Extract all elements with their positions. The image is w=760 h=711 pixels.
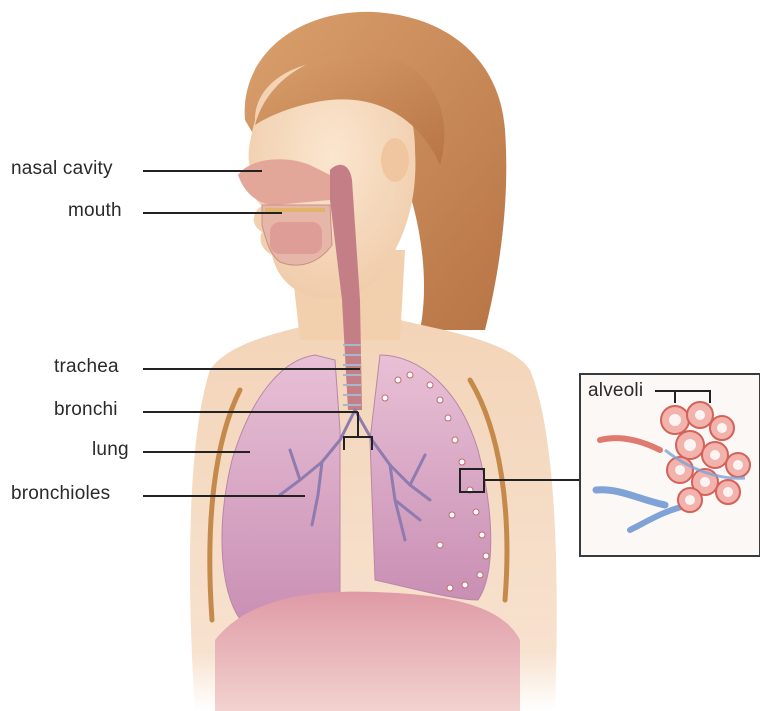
label-bronchioles: bronchioles [11, 483, 110, 505]
label-trachea: trachea [54, 356, 119, 378]
label-bronchi: bronchi [54, 399, 118, 421]
label-lung: lung [92, 439, 129, 461]
label-nasal-cavity: nasal cavity [11, 158, 113, 180]
label-alveoli: alveoli [588, 380, 643, 402]
diaphragm [215, 592, 520, 711]
label-mouth: mouth [68, 200, 122, 222]
